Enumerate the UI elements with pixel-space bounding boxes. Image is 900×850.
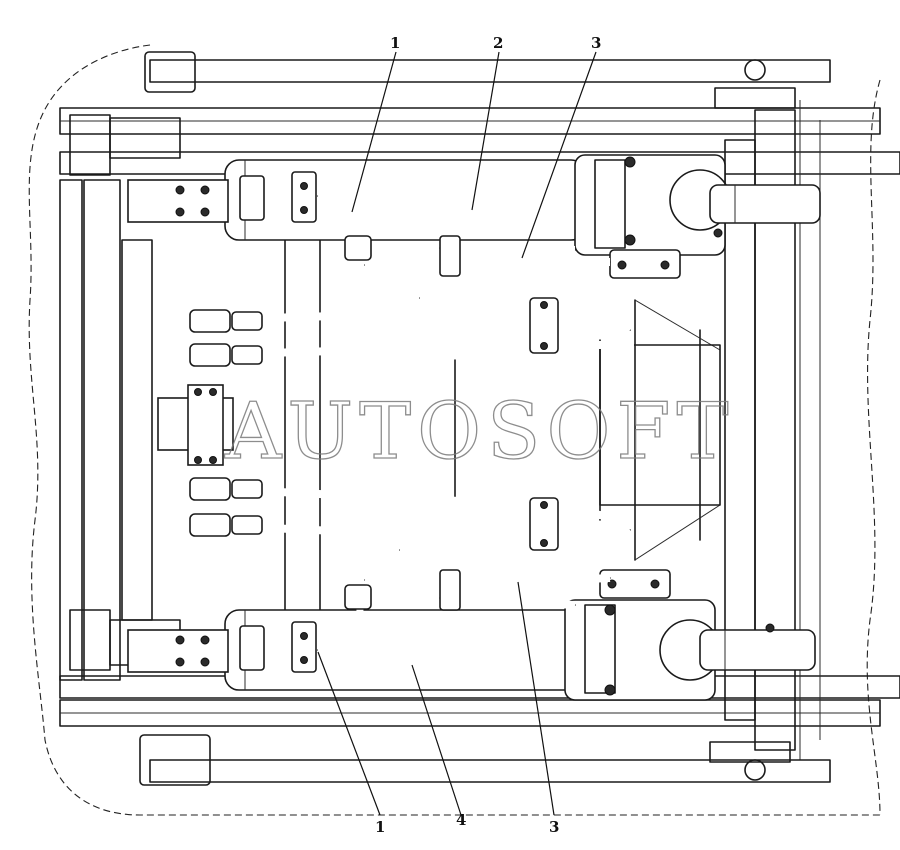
top-hydraulic-cylinder [127,154,821,279]
callout-labels: 1 2 3 1 4 3 [375,34,601,836]
callout-label-bottom-4: 4 [456,811,466,829]
callout-leaders [317,51,597,816]
top-hoses [199,235,634,359]
left-hose-fittings [189,309,263,537]
hose-elbows [317,192,372,654]
callout-label-bottom-3: 3 [549,818,559,836]
bottom-hinge-assembly [69,609,831,786]
bottom-hydraulic-cylinder [127,569,816,701]
callout-label-top-1: 1 [390,34,400,52]
callout-label-top-3: 3 [591,34,601,52]
bottom-hoses [199,484,634,611]
valve-block [157,384,234,466]
callout-label-top-2: 2 [493,34,503,52]
watermark-text: AUTOSOFT [224,387,735,477]
top-hinge-assembly [69,51,831,176]
frame-outline [28,44,881,816]
callout-label-bottom-1: 1 [375,818,385,836]
